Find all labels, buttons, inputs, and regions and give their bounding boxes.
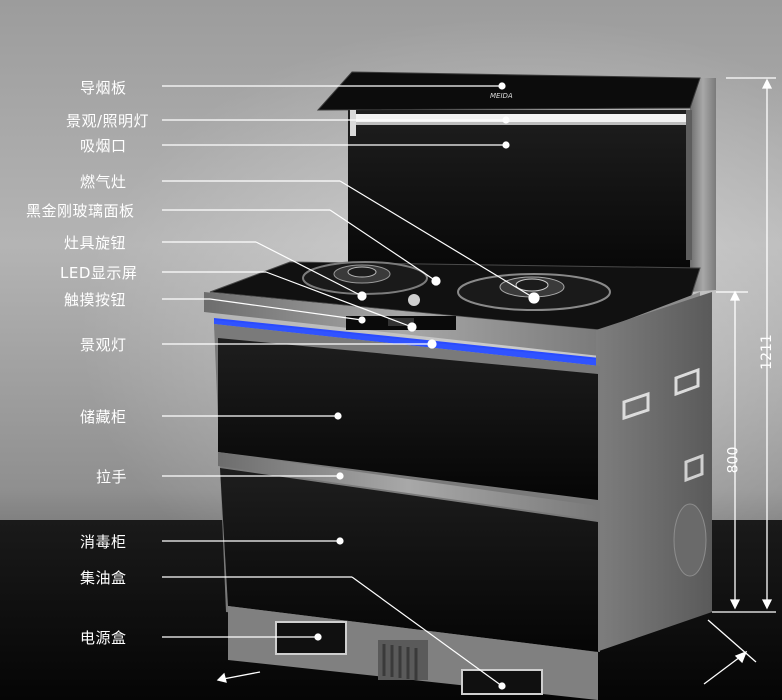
left-burner xyxy=(302,261,428,295)
label-storage-cabinet: 储藏柜 xyxy=(80,408,127,426)
label-smoke-guide: 导烟板 xyxy=(80,79,127,97)
brand-logo: MEIDA xyxy=(490,92,513,100)
cabinet-side xyxy=(596,292,712,652)
label-disinfection-cabinet: 消毒柜 xyxy=(80,533,127,551)
smoke-guide-panel xyxy=(316,71,701,111)
oil-box xyxy=(461,669,543,695)
label-power-box: 电源盒 xyxy=(80,629,127,647)
stove-knob xyxy=(408,294,420,306)
label-landscape-light: 景观/照明灯 xyxy=(66,112,150,130)
label-gas-stove: 燃气灶 xyxy=(80,173,127,191)
label-oil-box: 集油盒 xyxy=(80,569,127,587)
right-burner xyxy=(457,273,611,311)
label-stove-knob: 灶具旋钮 xyxy=(64,234,127,252)
blue-light xyxy=(214,318,600,366)
dimension-cabinet-height: 800 xyxy=(725,446,742,474)
label-glass-panel: 黑金刚玻璃面板 xyxy=(26,202,135,220)
disinfection-cabinet-door xyxy=(220,468,598,652)
light-strip xyxy=(350,114,688,122)
handle-bar xyxy=(218,452,598,520)
dimension-total-height: 1211 xyxy=(758,334,775,370)
label-led-display: LED显示屏 xyxy=(60,264,138,282)
label-blue-light: 景观灯 xyxy=(80,336,127,354)
storage-cabinet-door xyxy=(218,338,598,500)
label-handle: 拉手 xyxy=(96,468,128,486)
power-box xyxy=(275,621,347,655)
label-touch-button: 触摸按钮 xyxy=(64,291,127,309)
label-smoke-inlet: 吸烟口 xyxy=(80,137,127,155)
back-panel xyxy=(348,110,700,290)
rear-column xyxy=(690,78,716,292)
